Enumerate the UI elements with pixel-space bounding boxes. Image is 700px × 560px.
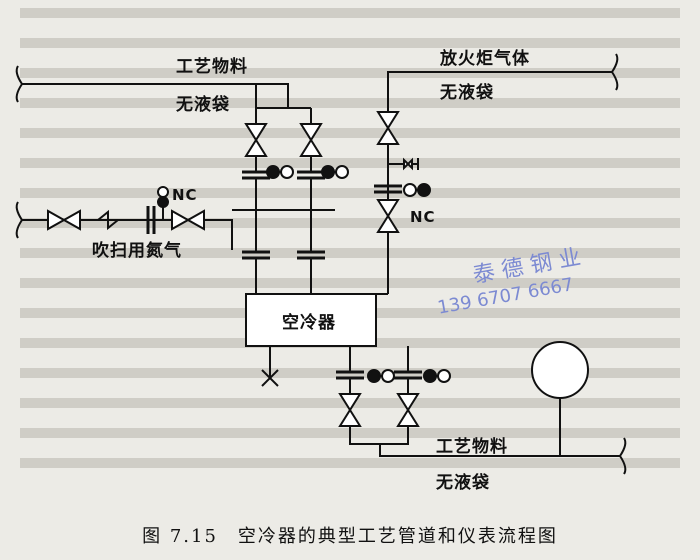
label-air-cooler: 空冷器 [282, 313, 336, 333]
inlet-flange-right [295, 170, 327, 180]
inlet-lower-pipes [255, 178, 312, 210]
label-no-liquid-bag-flare: 无液袋 [440, 83, 494, 103]
pid-diagram [15, 53, 627, 475]
label-nc-purge: NC [172, 186, 198, 204]
inlet-valve-left [245, 123, 267, 157]
fan-symbol [261, 346, 279, 387]
level-gauge [531, 341, 589, 456]
label-process-material-out: 工艺物料 [436, 437, 508, 457]
cooler-nozzle-pipes [255, 258, 312, 294]
flare-line [372, 53, 619, 295]
inlet-valve-right [300, 123, 322, 157]
inlet-pipes [255, 108, 312, 172]
outlet-lines [334, 346, 627, 475]
spectacle-blind-left [266, 165, 294, 179]
label-process-material-in: 工艺物料 [176, 57, 248, 77]
cooler-inlet-flange-right [295, 250, 327, 260]
label-no-liquid-bag-out: 无液袋 [436, 473, 490, 493]
label-no-liquid-bag-in: 无液袋 [176, 95, 230, 115]
spectacle-blind-right [321, 165, 349, 179]
purge-line [15, 186, 233, 250]
figure-caption: 图 7.15 空冷器的典型工艺管道和仪表流程图 [142, 526, 558, 547]
air-cooler-box [245, 293, 377, 347]
label-nc-flare: NC [410, 208, 436, 226]
inlet-flange-left [240, 170, 272, 180]
cooler-inlet-flange-left [240, 250, 272, 260]
label-flare-gas: 放火炬气体 [440, 49, 530, 69]
cooler-inlet-pipes [255, 210, 312, 252]
label-purge-nitrogen: 吹扫用氮气 [92, 241, 182, 261]
